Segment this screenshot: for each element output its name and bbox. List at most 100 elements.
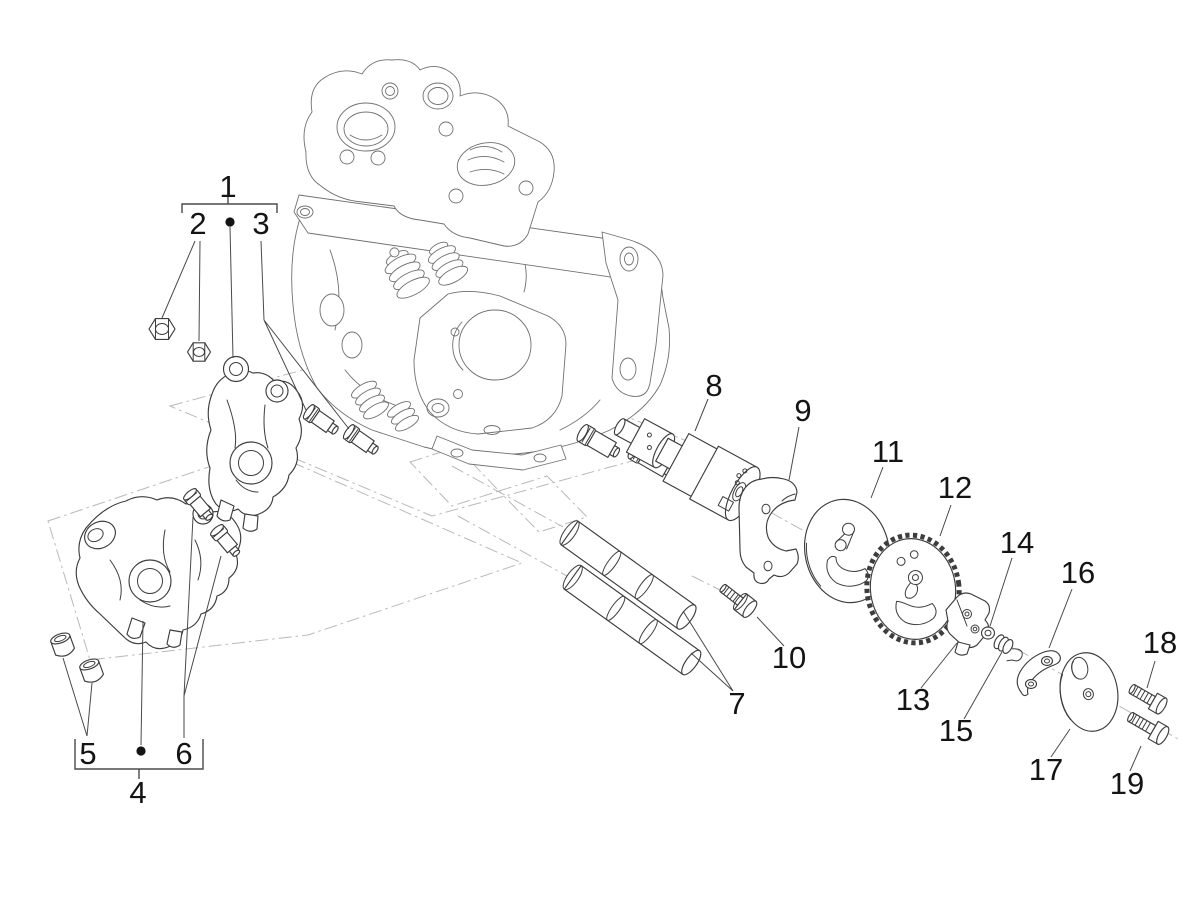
head-bar-hole xyxy=(296,205,314,219)
return-spring xyxy=(993,634,1023,662)
callout-6-label: 6 xyxy=(175,736,192,771)
half-moon-lever xyxy=(1016,650,1061,697)
cover-hole-1 xyxy=(450,327,460,337)
head-gasket-flange xyxy=(303,59,555,247)
leader-line-16 xyxy=(1048,588,1073,649)
leader-line-11 xyxy=(870,466,884,499)
callout-17-label: 17 xyxy=(1029,752,1063,787)
upper-rocker-big-eye xyxy=(229,441,273,485)
cam-end-plate xyxy=(738,476,799,585)
callout-7-label: 7 xyxy=(728,686,745,721)
leader-line-12 xyxy=(939,504,952,537)
small-washer xyxy=(980,626,996,640)
exhaust-vane-2 xyxy=(467,156,505,163)
cap-nut-1 xyxy=(50,632,76,657)
cover-hole-3-inner xyxy=(431,403,445,413)
head-bar-hole-inner xyxy=(300,208,310,216)
chain-tensioner-pad xyxy=(945,592,991,656)
leader-line-3 xyxy=(260,240,350,430)
phantom-plane-upper-rockers xyxy=(168,335,696,517)
flange-hole-1-inner xyxy=(385,86,395,96)
callout-8-label: 8 xyxy=(705,368,722,403)
phantom-plane-small-2 xyxy=(498,475,588,533)
callout-15-label: 15 xyxy=(939,713,973,748)
callout-18-label: 18 xyxy=(1143,625,1177,660)
explosion-axis-bolt-10 xyxy=(691,575,725,593)
adjuster-screw-2 xyxy=(342,424,379,455)
head-bottom-flange xyxy=(431,435,567,471)
cover-opening-rim xyxy=(452,321,464,371)
group-bracket-1 xyxy=(181,196,278,213)
callout-19-label: 19 xyxy=(1110,766,1144,801)
head-pocket-2 xyxy=(341,331,363,359)
leader-line-9 xyxy=(788,426,800,481)
cap-nut-2 xyxy=(79,658,105,683)
support-screw-1 xyxy=(183,488,214,521)
arm-hole-bottom xyxy=(619,357,637,381)
bottom-flange-hole-1 xyxy=(450,448,464,458)
flange-hole-4 xyxy=(438,121,454,137)
bottom-flange-hole-2 xyxy=(533,453,547,463)
leader-line-group1-dot xyxy=(229,226,234,359)
leader-line-17 xyxy=(1050,728,1071,758)
callout-labels-layer: 1 2 3 4 5 6 7 8 9 10 11 12 13 14 15 16 1… xyxy=(79,169,1177,810)
intake-port xyxy=(336,102,396,152)
lower-rocker-big-eye xyxy=(128,559,172,603)
rocker-arms-upper-group xyxy=(206,355,304,532)
callout-14-label: 14 xyxy=(1000,525,1034,560)
cover-bolt-2 xyxy=(1127,711,1170,745)
valve-spring-1 xyxy=(384,247,430,299)
leader-line-13 xyxy=(920,642,958,689)
upper-rocker-eye-1 xyxy=(222,355,250,383)
head-pocket-1 xyxy=(319,293,345,327)
callout-13-label: 13 xyxy=(896,682,930,717)
callout-2-label: 2 xyxy=(189,206,206,241)
intake-port-inner xyxy=(343,111,389,147)
callout-11-label: 11 xyxy=(872,434,904,469)
leader-line-6 xyxy=(183,516,222,738)
flange-hole-1 xyxy=(381,82,399,100)
flange-bolt xyxy=(719,583,758,618)
explosion-axis-rod-b xyxy=(457,515,568,577)
hex-nut-1 xyxy=(148,318,176,340)
upper-rocker-eye-2 xyxy=(265,379,289,403)
arm-hole-top-inner xyxy=(624,252,634,266)
flange-hole-2 xyxy=(339,149,355,165)
exhaust-vane-1 xyxy=(469,146,503,153)
leader-line-5 xyxy=(62,657,93,737)
plug-tube-hole-inner xyxy=(427,87,449,105)
cover-opening xyxy=(458,309,532,381)
head-texture-3 xyxy=(559,399,601,431)
explosion-axis-rod-a xyxy=(451,465,564,528)
callout-3-label: 3 xyxy=(252,206,269,241)
support-screw-2 xyxy=(210,524,241,557)
valve-spring-2 xyxy=(427,241,469,286)
cover-hole-3 xyxy=(426,398,450,418)
callout-4-label: 4 xyxy=(129,775,146,810)
leader-line-2 xyxy=(161,240,201,342)
cam-sprocket xyxy=(864,532,962,646)
flange-hole-5 xyxy=(448,188,464,204)
group-bracket-4 xyxy=(74,739,204,779)
plug-tube-hole xyxy=(422,82,454,110)
rocker-shaft-rod-2 xyxy=(562,564,702,676)
flange-hole-3 xyxy=(370,150,386,166)
intake-port-vane xyxy=(349,134,383,141)
callout-12-label: 12 xyxy=(938,470,972,505)
hex-nut-2 xyxy=(186,342,212,362)
callout-1-label: 1 xyxy=(219,169,236,204)
rocker-arms-lower-group xyxy=(75,496,242,650)
leader-line-15 xyxy=(963,651,1003,720)
leader-line-group4-dot xyxy=(140,620,144,746)
valve-spring-3 xyxy=(351,380,389,420)
cover-slot xyxy=(483,425,501,435)
parts-layer xyxy=(50,318,1170,745)
leader-line-19 xyxy=(1129,745,1142,772)
camshaft xyxy=(613,418,761,522)
leader-line-18 xyxy=(1146,660,1156,689)
tappet-stud-1 xyxy=(576,424,621,458)
flange-hole-6 xyxy=(518,180,534,196)
leader-line-10 xyxy=(756,616,785,647)
leader-line-14 xyxy=(989,557,1013,627)
